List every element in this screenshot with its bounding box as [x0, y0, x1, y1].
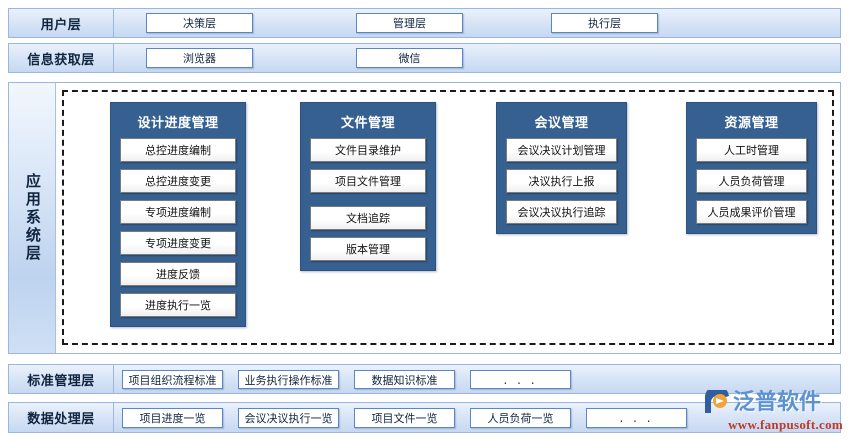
- module-title: 文件管理: [340, 116, 395, 131]
- module-item-meeting-resolution-execution-tracking[interactable]: 会议决议执行追踪: [506, 200, 617, 224]
- layer-items-info-acquisition: 浏览器 微信: [114, 44, 840, 72]
- layer-label-application-system-text: 应用系统层: [23, 173, 42, 263]
- node-project-progress-list[interactable]: 项目进度一览: [122, 408, 223, 428]
- module-item-master-plan-change[interactable]: 总控进度变更: [120, 169, 236, 193]
- row-divider: [113, 44, 114, 72]
- row-divider: [113, 9, 114, 37]
- node-business-operation-standard[interactable]: 业务执行操作标准: [238, 370, 339, 389]
- module-item-list: 总控进度编制 总控进度变更 专项进度编制 专项进度变更 进度反馈 进度执行一览: [111, 138, 245, 326]
- module-item-list: 会议决议计划管理 决议执行上报 会议决议执行追踪: [497, 138, 626, 233]
- node-meeting-resolution-execution-list[interactable]: 会议决议执行一览: [238, 408, 339, 428]
- layer-label-standard-management: 标准管理层: [27, 373, 95, 389]
- layer-items-standard-management: 项目组织流程标准 业务执行操作标准 数据知识标准 . . .: [114, 365, 840, 393]
- layer-label-application-system: 应用系统层: [9, 83, 56, 353]
- module-item-file-directory-maintenance[interactable]: 文件目录维护: [310, 138, 426, 162]
- row-divider: [113, 403, 114, 432]
- module-item-project-file-management[interactable]: 项目文件管理: [310, 169, 426, 193]
- node-execution-layer[interactable]: 执行层: [551, 13, 658, 33]
- layer-items-data-processing: 项目进度一览 会议决议执行一览 项目文件一览 人员负荷一览 . . .: [114, 403, 840, 432]
- module-item-resolution-execution-report[interactable]: 决议执行上报: [506, 169, 617, 193]
- module-title: 设计进度管理: [137, 116, 219, 131]
- module-item-list: 人工时管理 人员负荷管理 人员成果评价管理: [687, 138, 816, 233]
- module-resource-management[interactable]: 资源管理 人工时管理 人员负荷管理 人员成果评价管理: [686, 102, 817, 234]
- node-project-org-process-standard[interactable]: 项目组织流程标准: [122, 370, 223, 389]
- layer-label-info-acquisition: 信息获取层: [27, 52, 95, 68]
- node-browser[interactable]: 浏览器: [146, 48, 253, 68]
- module-item-master-plan-creation[interactable]: 总控进度编制: [120, 138, 236, 162]
- node-wechat[interactable]: 微信: [356, 48, 463, 68]
- node-decision-layer[interactable]: 决策层: [146, 13, 253, 33]
- module-item-list: 文件目录维护 项目文件管理 文档追踪 版本管理: [301, 138, 435, 270]
- module-file-management[interactable]: 文件管理 文件目录维护 项目文件管理 文档追踪 版本管理: [300, 102, 436, 271]
- module-title: 资源管理: [724, 116, 779, 131]
- module-item-special-plan-change[interactable]: 专项进度变更: [120, 231, 236, 255]
- module-design-progress-management[interactable]: 设计进度管理 总控进度编制 总控进度变更 专项进度编制 专项进度变更 进度反馈 …: [110, 102, 246, 327]
- module-title: 会议管理: [534, 116, 589, 131]
- module-item-meeting-resolution-plan-management[interactable]: 会议决议计划管理: [506, 138, 617, 162]
- module-meeting-management[interactable]: 会议管理 会议决议计划管理 决议执行上报 会议决议执行追踪: [496, 102, 627, 234]
- layer-row-data-processing: 数据处理层 项目进度一览 会议决议执行一览 项目文件一览 人员负荷一览 . . …: [8, 402, 841, 433]
- layer-label-user: 用户层: [40, 17, 82, 33]
- node-project-file-list[interactable]: 项目文件一览: [354, 408, 455, 428]
- layer-row-standard-management: 标准管理层 项目组织流程标准 业务执行操作标准 数据知识标准 . . .: [8, 364, 841, 394]
- row-divider: [113, 365, 114, 393]
- layer-label-data-processing: 数据处理层: [27, 412, 95, 427]
- module-item-personnel-workload-management[interactable]: 人员负荷管理: [696, 169, 807, 193]
- node-personnel-workload-list[interactable]: 人员负荷一览: [470, 408, 571, 428]
- module-item-personnel-performance-evaluation[interactable]: 人员成果评价管理: [696, 200, 807, 224]
- module-item-labor-hour-management[interactable]: 人工时管理: [696, 138, 807, 162]
- layer-items-user: 决策层 管理层 执行层: [114, 9, 840, 37]
- module-item-version-management[interactable]: 版本管理: [310, 237, 426, 261]
- layer-row-info-acquisition: 信息获取层 浏览器 微信: [8, 43, 841, 73]
- layer-row-user: 用户层 决策层 管理层 执行层: [8, 8, 841, 38]
- node-management-layer[interactable]: 管理层: [356, 13, 463, 33]
- module-item-special-plan-creation[interactable]: 专项进度编制: [120, 200, 236, 224]
- application-modules-container: 设计进度管理 总控进度编制 总控进度变更 专项进度编制 专项进度变更 进度反馈 …: [62, 90, 834, 345]
- module-item-progress-execution-list[interactable]: 进度执行一览: [120, 293, 236, 317]
- module-item-document-tracking[interactable]: 文档追踪: [310, 206, 426, 230]
- node-standard-more[interactable]: . . .: [470, 370, 571, 389]
- layer-row-application-system: 应用系统层 设计进度管理 总控进度编制 总控进度变更 专项进度编制 专项进度变更…: [8, 82, 841, 354]
- node-data-knowledge-standard[interactable]: 数据知识标准: [354, 370, 455, 389]
- node-data-more[interactable]: . . .: [586, 408, 687, 428]
- module-item-progress-feedback[interactable]: 进度反馈: [120, 262, 236, 286]
